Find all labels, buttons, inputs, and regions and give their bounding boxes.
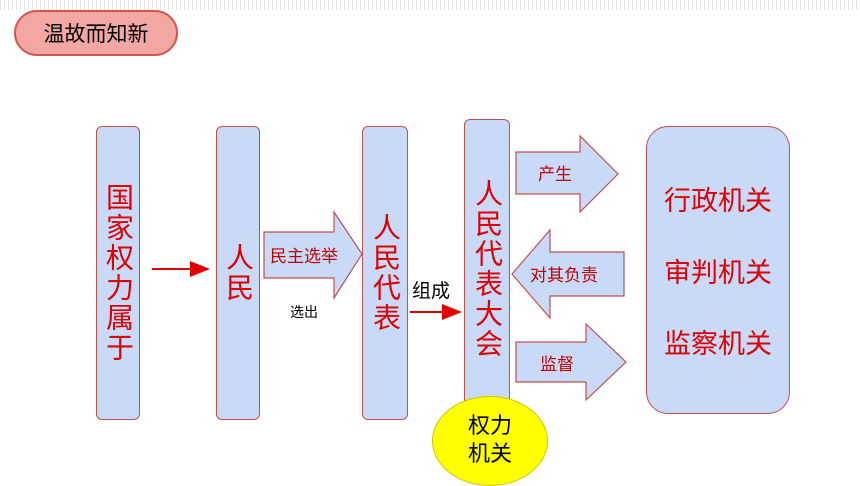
representatives-text: 人民代表: [369, 213, 402, 333]
state-organs-box: 行政机关 审判机关 监察机关: [646, 126, 790, 414]
election-block-arrow: [263, 210, 363, 301]
produce-block-arrow: [515, 134, 619, 214]
review-badge: 温故而知新: [14, 10, 178, 56]
state-power-box: 国家权力属于: [96, 126, 140, 420]
organ-supervisory: 监察机关: [664, 328, 772, 360]
representatives-box: 人民代表: [362, 126, 408, 420]
accountable-block-arrow: [511, 228, 625, 320]
compose-label: 组成: [412, 280, 451, 302]
election-arrow-label: 民主选举: [270, 247, 338, 267]
organ-administrative: 行政机关: [664, 186, 772, 218]
power-organ-line1: 权力: [467, 414, 512, 439]
elected-label: 选出: [290, 305, 318, 321]
organ-judicial: 审判机关: [664, 257, 772, 289]
people-box: 人民: [216, 126, 260, 420]
congress-box: 人民代表大会: [464, 119, 510, 419]
produce-arrow-label: 产生: [538, 165, 572, 185]
accountable-arrow-label: 对其负责: [530, 266, 598, 286]
top-decorative-bar: [0, 0, 860, 10]
power-organ-badge: 权力 机关: [432, 396, 548, 486]
power-organ-line2: 机关: [467, 442, 512, 467]
congress-text: 人民代表大会: [471, 179, 504, 359]
supervise-arrow-label: 监督: [540, 355, 574, 375]
state-power-text: 国家权力属于: [102, 183, 135, 363]
people-text: 人民: [222, 243, 255, 303]
supervise-block-arrow: [515, 322, 627, 402]
review-badge-label: 温故而知新: [43, 22, 149, 46]
